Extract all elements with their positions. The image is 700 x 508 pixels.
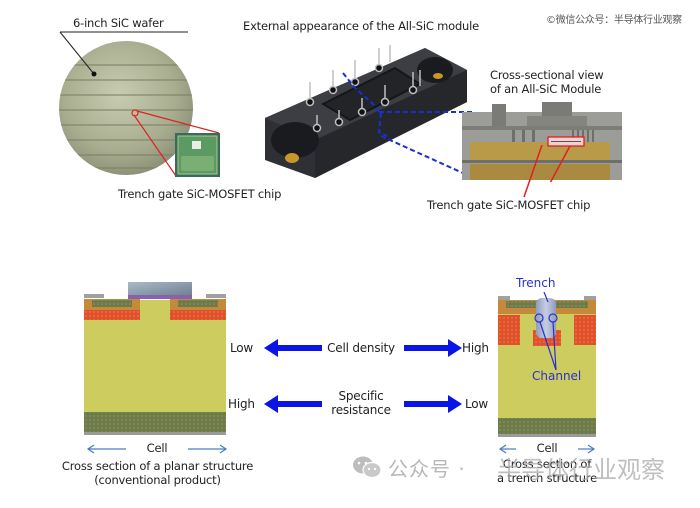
cell-density-high: High <box>462 341 489 355</box>
cell-width-arrows <box>498 444 596 454</box>
comparison-panel: Low Cell density High High Specific resi… <box>226 336 496 426</box>
planar-structure-figure <box>84 278 226 438</box>
trench-cross-section <box>498 292 596 437</box>
wafer-illustration <box>59 31 220 177</box>
resistance-low: Low <box>465 397 489 411</box>
trench-structure-figure <box>498 292 596 437</box>
channel-marker <box>534 313 544 323</box>
arrow-left-icon <box>264 395 322 413</box>
trench-caption-line2: a trench structure <box>497 471 597 485</box>
watermark-bottom: 公众号 · 半导体行业观察 <box>352 452 692 484</box>
resistance-high: High <box>228 397 255 411</box>
specific-resistance-label-line2: resistance <box>331 403 391 417</box>
wechat-icon <box>353 456 382 479</box>
trench-caption-line1: Cross section of <box>502 457 592 471</box>
cell-density-low: Low <box>230 341 254 355</box>
arrow-right-icon <box>404 395 462 413</box>
wafer-chip-label: Trench gate SiC-MOSFET chip <box>118 187 282 201</box>
trench-cell-label: Cell <box>536 441 558 455</box>
specific-resistance-label-line1: Specific <box>338 389 384 403</box>
gate-oxide <box>128 295 192 299</box>
cross-section-title-line2: of an All-SiC Module <box>490 82 602 96</box>
planar-caption-line1: Cross section of a planar structure <box>61 459 254 473</box>
mosfet-chip <box>175 133 220 177</box>
cross-section-title-line1: Cross-sectional view <box>490 68 604 82</box>
module-title: External appearance of the All-SiC modul… <box>243 19 480 33</box>
planar-cell-dimension: Cell <box>86 441 228 457</box>
trench-cell-dimension: Cell <box>498 441 596 457</box>
trench-gate <box>536 298 556 338</box>
watermark-prefix: 公众号 · <box>388 457 466 481</box>
sic-module-illustration <box>265 45 475 178</box>
arrow-left-icon <box>264 339 322 357</box>
module-chip-label: Trench gate SiC-MOSFET chip <box>427 198 591 212</box>
chip-pointer-line <box>523 145 543 198</box>
cell-width-arrows <box>86 444 228 454</box>
trench-label: Trench <box>516 276 556 290</box>
arrow-right-icon <box>404 339 462 357</box>
substrate-layer <box>84 412 226 432</box>
gate-electrode <box>128 282 192 296</box>
planar-cross-section <box>84 282 226 435</box>
wafer-label: 6-inch SiC wafer <box>73 16 164 30</box>
wafer-figure: 6-inch SiC wafer Trench gate SiC-MOSFET … <box>0 0 281 210</box>
watermark-top: ©微信公众号：半导体行业观察 <box>546 15 682 26</box>
module-figure <box>255 40 475 180</box>
planar-caption-line2: (conventional product) <box>94 473 221 487</box>
substrate-layer <box>498 418 596 434</box>
channel-label: Channel <box>532 369 582 383</box>
planar-cell-label: Cell <box>146 441 168 455</box>
cell-density-label: Cell density <box>327 341 395 355</box>
watermark-account-name: 半导体行业观察 <box>497 456 665 484</box>
